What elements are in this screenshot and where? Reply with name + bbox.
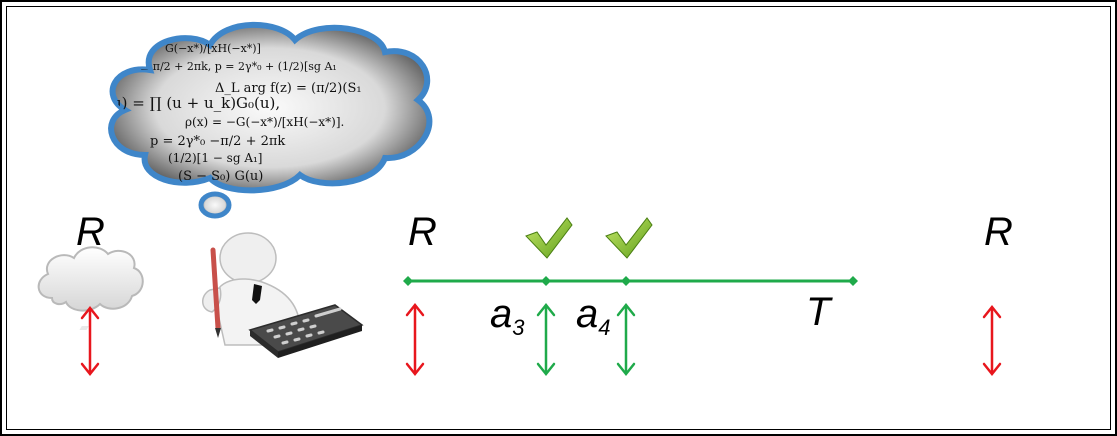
double-arrow-red-icon — [80, 305, 100, 377]
thought-bubble-tail-1 — [198, 191, 232, 219]
checkmark-icon — [525, 217, 573, 259]
label-a3-subscript: 3 — [512, 315, 525, 340]
double-arrow-green-icon — [536, 302, 556, 377]
formula-line: p = 2γ*₀ −π/2 + 2πk — [150, 134, 285, 149]
formula-line: ≤ π/2 + 2πk, p = 2γ*₀ + (1/2)[sg A₁ — [140, 60, 337, 73]
person-with-calculator-icon — [79, 232, 364, 358]
label-a4: a4 — [576, 294, 611, 339]
timeline-node-end — [848, 276, 858, 286]
label-t: T — [806, 290, 831, 334]
thought-bubble: G(−x*)/[xH(−x*)] ≤ π/2 + 2πk, p = 2γ*₀ +… — [108, 21, 433, 219]
label-r-middle: R — [408, 210, 437, 254]
formula-line: G(−x*)/[xH(−x*)] — [165, 42, 261, 55]
timeline-node-a3 — [541, 276, 551, 286]
formula-line: u) = ∏ (u + u_k)G₀(u), — [112, 94, 280, 112]
double-arrow-green-icon — [616, 302, 636, 377]
timeline — [403, 276, 858, 286]
formula-line: Δ_L arg f(z) = (π/2)(S₁ — [215, 81, 362, 96]
formula-line: (S − S₀) G(u) — [178, 169, 263, 184]
double-arrow-red-icon — [982, 304, 1002, 377]
double-arrow-red-icon — [405, 302, 425, 377]
diagram-inner-frame — [6, 6, 1111, 430]
label-a3-base: a — [490, 292, 513, 336]
formula-line: ρ(x) = −G(−x*)/[xH(−x*)]. — [185, 115, 344, 129]
formula-line: (1/2)[1 − sg A₁] — [168, 151, 263, 165]
timeline-node-a4 — [621, 276, 631, 286]
label-a4-base: a — [576, 292, 599, 336]
timeline-node-start — [403, 276, 413, 286]
label-a3: a3 — [490, 294, 525, 339]
cloud-icon — [37, 246, 144, 312]
checkmark-icon — [605, 217, 653, 259]
label-r-right: R — [984, 210, 1013, 254]
label-r-left: R — [76, 210, 105, 254]
label-a4-subscript: 4 — [598, 315, 611, 340]
